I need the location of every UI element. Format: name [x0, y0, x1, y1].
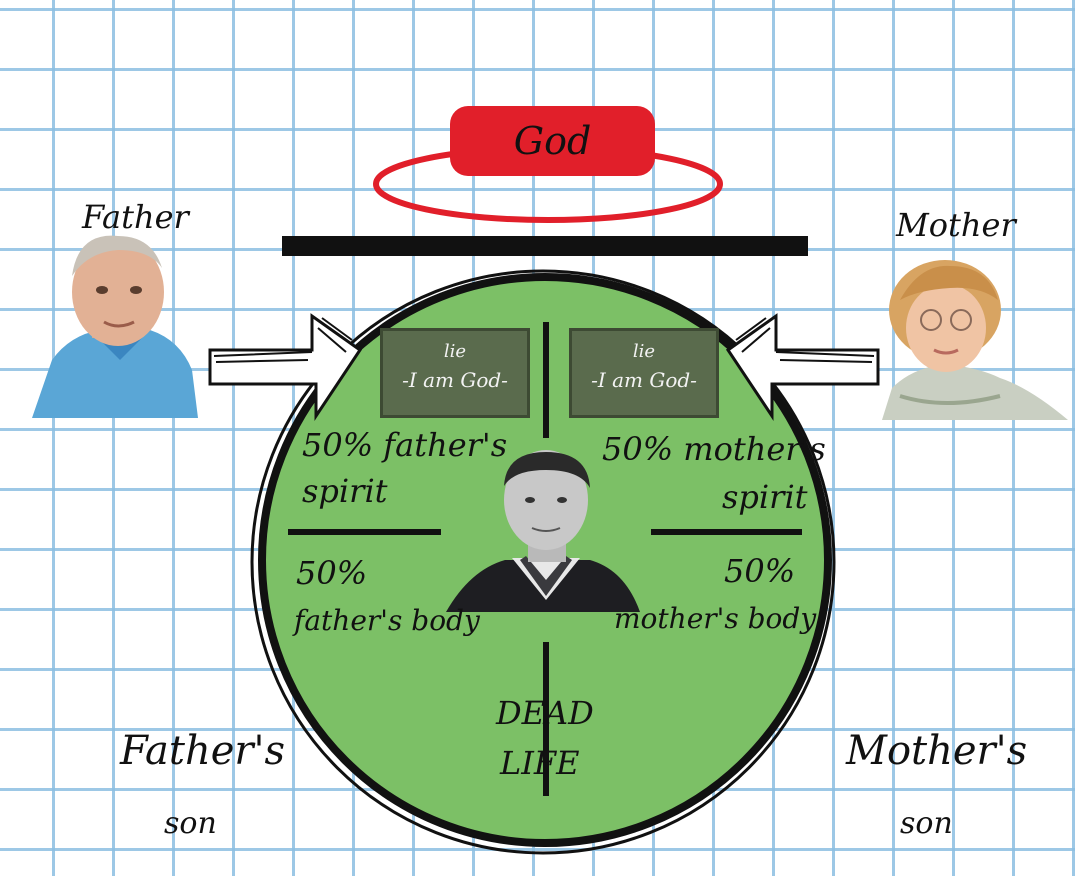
lie-box-left: lie -I am God-: [380, 328, 530, 418]
father-spirit-line2: spirit: [302, 472, 388, 510]
god-badge: [450, 106, 655, 176]
father-son-line2: son: [164, 806, 217, 841]
mother-arrow: [725, 313, 880, 421]
mother-son-line2: son: [900, 806, 953, 841]
father-body-line2: father's body: [294, 604, 480, 637]
mother-portrait: [882, 260, 1068, 420]
father-son-line1: Father's: [120, 728, 286, 774]
mother-son-line1: Mother's: [846, 728, 1028, 774]
father-label: Father: [82, 198, 189, 236]
self-circle-sketch-line: [250, 269, 836, 855]
lie-left-line1: lie: [443, 341, 467, 362]
lie-right-line1: lie: [632, 341, 656, 362]
father-spirit-line1: 50% father's: [302, 426, 508, 464]
mother-body-line2: mother's body: [614, 602, 817, 635]
lie-box-right: lie -I am God-: [569, 328, 719, 418]
mother-spirit-line2: spirit: [722, 478, 808, 516]
dead-text: DEAD: [496, 694, 594, 732]
father-portrait: [32, 235, 198, 418]
life-text: LIFE: [500, 744, 580, 782]
mother-spirit-line1: 50% mother's: [602, 430, 826, 468]
lie-right-line2: -I am God-: [591, 368, 697, 392]
mother-label: Mother: [896, 206, 1016, 244]
mother-body-line1: 50%: [724, 552, 796, 590]
father-body-line1: 50%: [296, 554, 368, 592]
lie-left-line2: -I am God-: [402, 368, 508, 392]
center-portrait: [446, 450, 640, 612]
divider-bar: [282, 236, 808, 256]
god-label: God: [513, 119, 592, 163]
father-arrow: [208, 313, 363, 421]
